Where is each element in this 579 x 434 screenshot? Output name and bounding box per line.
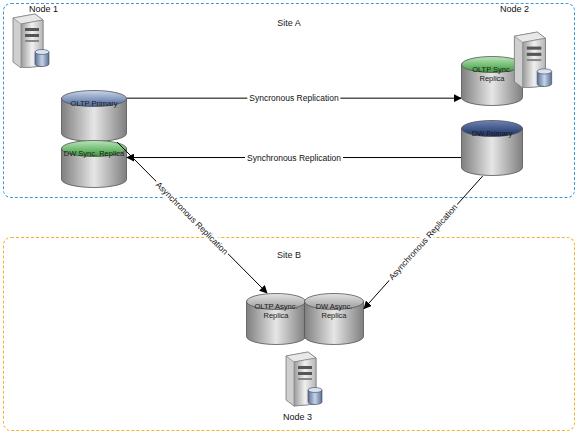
server-icon bbox=[13, 14, 49, 68]
database-cylinder: DW Sync. Replica bbox=[61, 140, 127, 188]
edge-label: Synchronous Replication bbox=[245, 153, 343, 163]
server-name: Node 1 bbox=[29, 4, 58, 14]
server-name: Node 3 bbox=[283, 412, 312, 422]
server-icon bbox=[514, 32, 551, 88]
database-name: OLTP Primary bbox=[63, 99, 125, 108]
edge-label: Asynchronous Replication bbox=[152, 178, 231, 258]
cylinder-outline bbox=[461, 120, 523, 176]
database-cylinder: OLTP Primary bbox=[61, 90, 127, 142]
database-name: DW Async. Replica bbox=[306, 302, 362, 320]
database-name: DW Primary bbox=[463, 129, 521, 138]
site-title: Site A bbox=[4, 18, 574, 28]
replication-arrow bbox=[364, 176, 483, 309]
cylinder-body bbox=[62, 148, 127, 188]
site-title: Site B bbox=[4, 250, 574, 260]
database-cylinder: OLTP Sync. Replica bbox=[461, 56, 523, 106]
database-cylinder: DW Async. Replica bbox=[304, 293, 364, 345]
cylinder-body bbox=[462, 128, 523, 176]
cylinder-outline bbox=[61, 90, 127, 142]
edge-label: Syncronous Replication bbox=[247, 93, 340, 103]
database-cylinder: OLTP Async. Replica bbox=[246, 293, 306, 345]
database-cylinder: DW Primary bbox=[461, 120, 523, 176]
server-icon bbox=[286, 352, 322, 406]
edge-label: Asynchronous Replication bbox=[386, 201, 462, 284]
cylinder-body bbox=[62, 98, 127, 142]
cylinder-outline bbox=[61, 140, 127, 188]
database-name: OLTP Sync. Replica bbox=[463, 65, 521, 83]
replication-arrow bbox=[117, 142, 267, 293]
server-name: Node 2 bbox=[500, 4, 529, 14]
database-name: OLTP Async. Replica bbox=[248, 302, 304, 320]
database-name: DW Sync. Replica bbox=[63, 149, 125, 158]
cylinder-body bbox=[247, 301, 306, 345]
